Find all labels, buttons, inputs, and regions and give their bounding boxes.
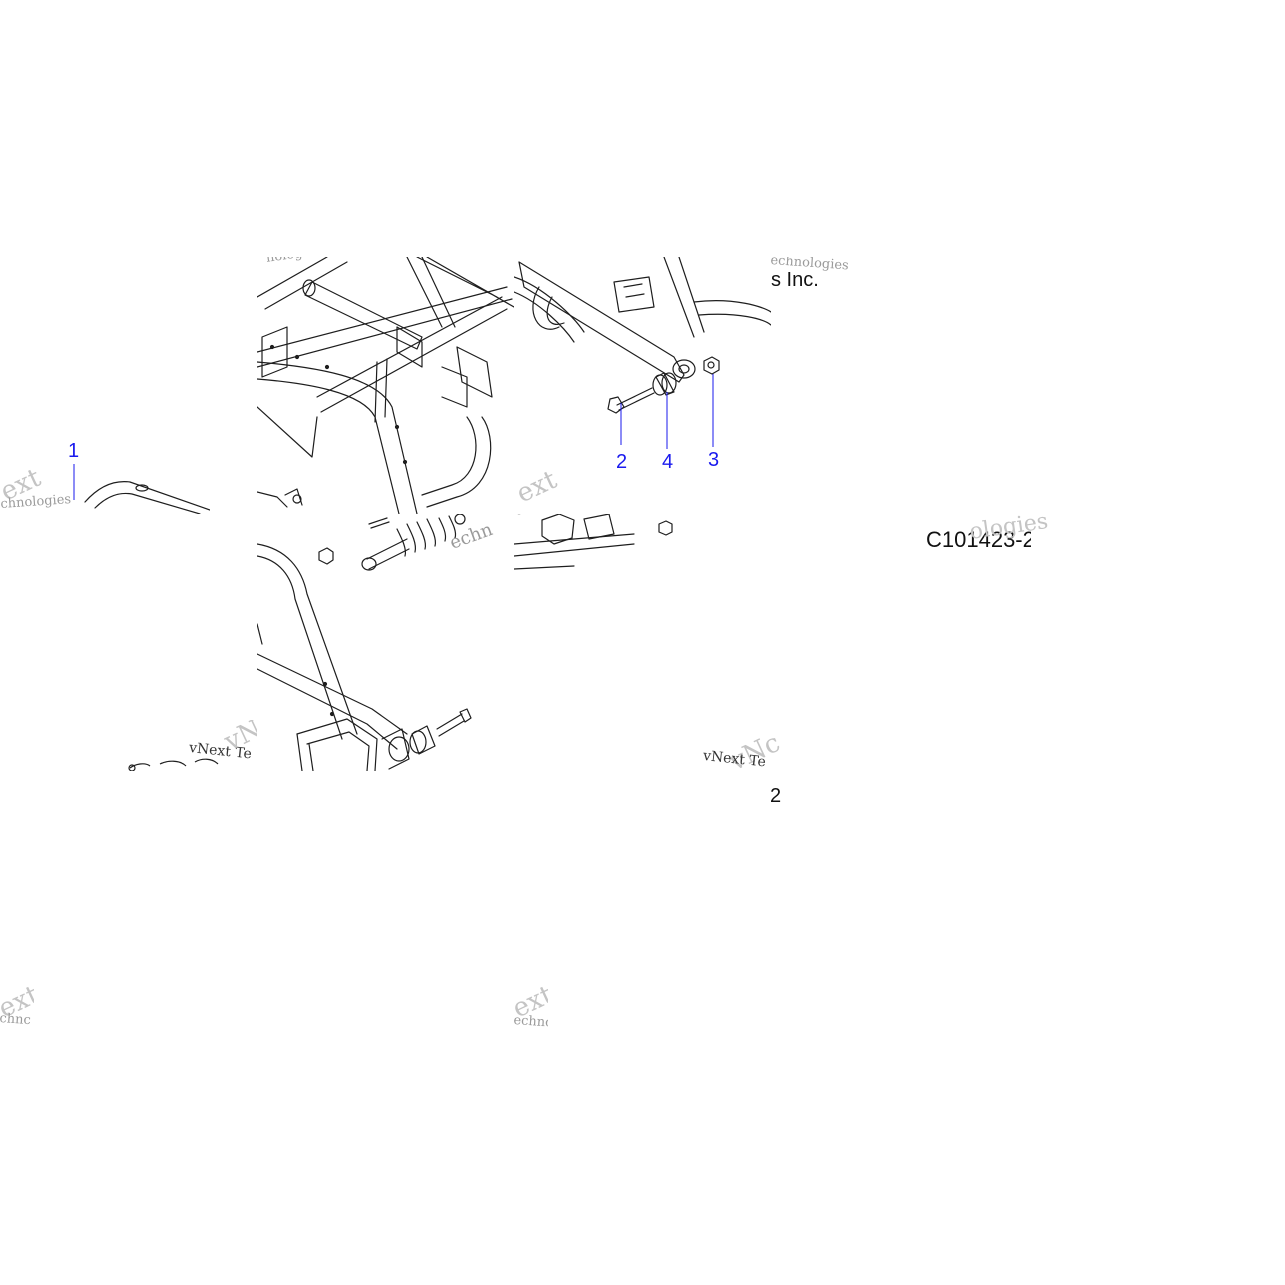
tile-watermark-bottom-left: ext chnc	[0, 975, 34, 1029]
partial-callout-label: 2	[770, 785, 782, 807]
watermark-fragment: echnc	[514, 1013, 548, 1029]
frame-upper-drawing	[257, 257, 514, 514]
frame-corner-drawing	[73, 464, 210, 514]
watermark-fragment: chnc	[0, 1011, 32, 1029]
tile-lower-right: vNc vNext Te 2	[700, 720, 810, 810]
figure-code: C101423-2	[926, 527, 1031, 552]
tile-copyright: echnologies s Inc.	[771, 257, 851, 297]
tile-frame-upper: nologies	[257, 257, 514, 514]
tile-shock-frame: echn	[257, 514, 514, 771]
callout-1[interactable]: 1	[68, 440, 80, 462]
lower-left-drawing	[128, 758, 219, 771]
copyright-text: s Inc.	[771, 269, 819, 291]
shock-frame-drawing	[257, 514, 472, 771]
tile-bracket-fragment: chnologies	[514, 514, 771, 580]
tile-lower-left: vNext Te vNc	[120, 720, 257, 771]
tile-swing-arm: 2 4 3 ext	[514, 257, 771, 514]
callout-2[interactable]: 2	[616, 451, 628, 473]
watermark-fragment: ologies	[968, 509, 1050, 545]
bracket-fragment-drawing	[514, 514, 673, 570]
callout-3[interactable]: 3	[708, 449, 720, 471]
swing-arm-drawing	[514, 257, 771, 449]
tile-watermark-bottom-mid: ext echnc	[514, 975, 548, 1029]
tile-callout-1: 1 ext chnologies	[0, 440, 210, 514]
callout-4[interactable]: 4	[662, 451, 674, 473]
